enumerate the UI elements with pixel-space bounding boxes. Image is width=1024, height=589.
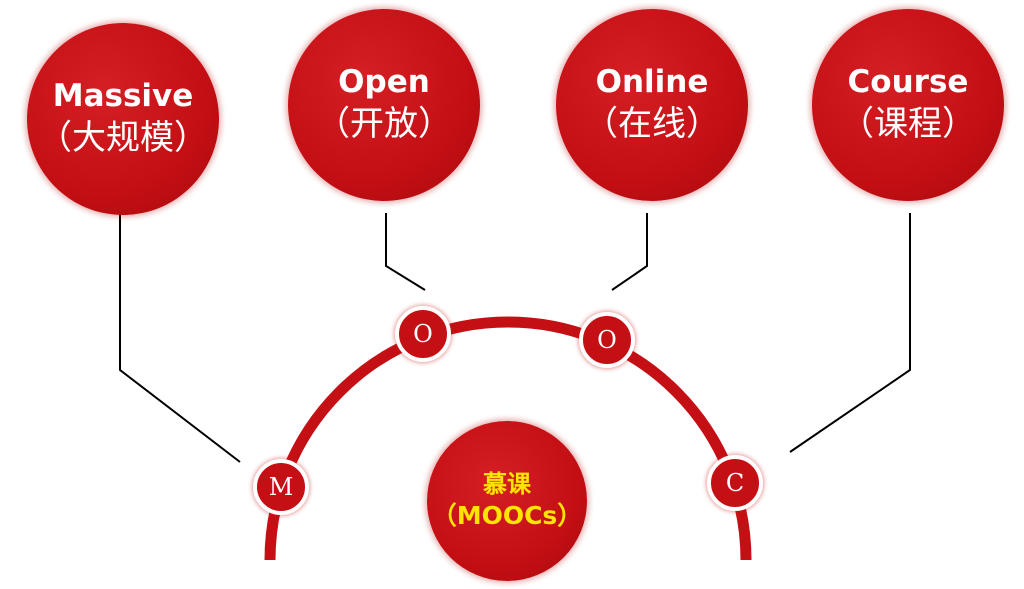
- connector-line-open: [385, 213, 426, 291]
- word-chinese-massive: （大规模）: [38, 117, 208, 158]
- letter-m: M: [268, 473, 294, 501]
- connector-line-online: [611, 213, 648, 291]
- mooc-arc: [264, 316, 752, 561]
- connector-line-course: [789, 213, 911, 453]
- word-english-open: Open: [338, 63, 430, 100]
- word-english-online: Online: [595, 63, 709, 100]
- letter-c: C: [725, 469, 745, 497]
- letter-circle-m: M: [253, 459, 309, 515]
- word-english-course: Course: [847, 63, 969, 100]
- connector-line-massive: [119, 213, 241, 463]
- word-chinese-open: （开放）: [316, 103, 452, 144]
- letter-o-first: O: [413, 320, 433, 348]
- center-circle-moocs: 慕课 （MOOCs）: [427, 421, 587, 581]
- letter-circle-o-second: O: [579, 312, 635, 368]
- letter-circle-o-first: O: [395, 306, 451, 362]
- word-english-massive: Massive: [52, 77, 194, 114]
- word-circle-open: Open （开放）: [288, 9, 480, 201]
- letter-o-second: O: [597, 326, 617, 354]
- word-chinese-online: （在线）: [584, 103, 720, 144]
- center-title: 慕课: [483, 470, 531, 499]
- word-circle-massive: Massive （大规模）: [27, 23, 219, 215]
- word-circle-online: Online （在线）: [556, 9, 748, 201]
- word-chinese-course: （课程）: [840, 103, 976, 144]
- word-circle-course: Course （课程）: [812, 9, 1004, 201]
- letter-circle-c: C: [707, 455, 763, 511]
- center-subtitle: （MOOCs）: [431, 501, 583, 531]
